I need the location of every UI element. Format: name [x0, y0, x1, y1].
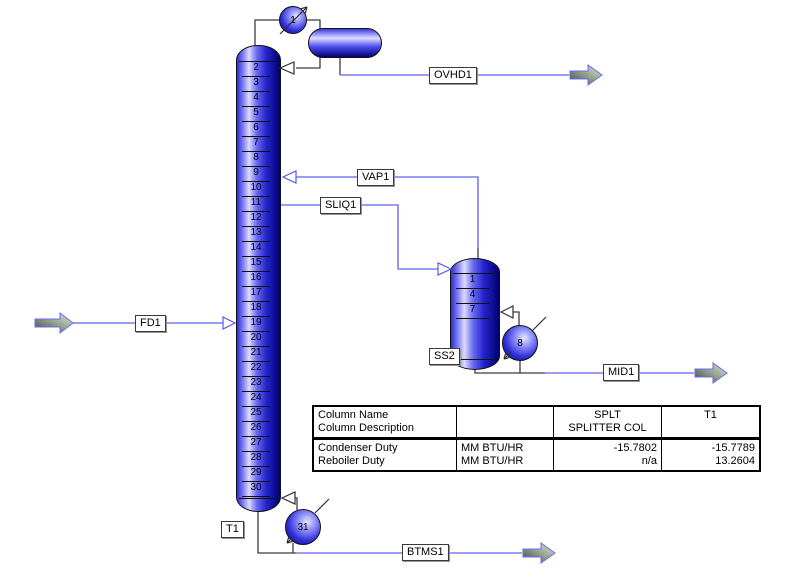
- side-liquid-inlet-arrow: [437, 262, 453, 276]
- text-line: Condenser Duty: [318, 442, 398, 454]
- top-dome-line: [453, 273, 497, 274]
- stream-label-btms1[interactable]: BTMS1: [402, 544, 449, 561]
- condenser-exchanger[interactable]: 1: [279, 6, 307, 34]
- stage-2: 2: [242, 61, 270, 77]
- stream-label-mid1[interactable]: MID1: [603, 364, 640, 381]
- condenser-duty-arrow: [279, 6, 308, 35]
- reflux-drum[interactable]: [308, 28, 382, 58]
- stage-21: 21: [242, 346, 270, 362]
- stream-line-vap1[interactable]: [288, 176, 479, 248]
- stage-3: 3: [242, 76, 270, 92]
- stage-4: 4: [242, 91, 270, 107]
- bottoms-sink-arrow[interactable]: [522, 542, 556, 564]
- stage-15: 15: [242, 256, 270, 272]
- bottom-dome-line: [239, 498, 278, 499]
- stage-23: 23: [242, 376, 270, 392]
- stage-16: 16: [242, 271, 270, 287]
- main-reboiler-inlet-arrow: [280, 491, 296, 505]
- stage-4: 4: [456, 288, 489, 304]
- text-line: -15.7802: [613, 442, 657, 454]
- stage-1: 1: [456, 273, 489, 289]
- vapor-return-inlet-arrow: [281, 170, 297, 184]
- feed-inlet-arrow: [222, 316, 237, 330]
- condenser-number: 1: [290, 14, 296, 26]
- overhead-sink-arrow[interactable]: [569, 64, 603, 86]
- stage-7: 7: [242, 136, 270, 152]
- stream-label-fd1[interactable]: FD1: [135, 315, 166, 332]
- stage-20: 20: [242, 331, 270, 347]
- table-header-units: [456, 407, 553, 440]
- text-line: 13.2604: [715, 455, 755, 467]
- middle-sink-arrow[interactable]: [694, 362, 728, 384]
- stage-9: 9: [242, 166, 270, 182]
- text-line: SPLITTER COL: [568, 422, 647, 434]
- stream-label-sliq1[interactable]: SLIQ1: [320, 197, 362, 214]
- stage-8: 8: [242, 151, 270, 167]
- stripper-reboiler-number: 8: [517, 337, 523, 349]
- stage-7: 7: [456, 303, 489, 319]
- stage-30: 30: [242, 481, 270, 497]
- equipment-label-ss2[interactable]: SS2: [429, 348, 460, 365]
- main-reboiler-number: 31: [297, 521, 309, 533]
- stripper-bottoms-line[interactable]: [474, 370, 545, 374]
- top-dome-line: [239, 61, 278, 62]
- feed-source-arrow[interactable]: [34, 311, 74, 335]
- stripper-reboiler-inlet-arrow: [499, 305, 514, 319]
- text-line: MM BTU/HR: [461, 455, 524, 467]
- equipment-label-t1[interactable]: T1: [221, 521, 244, 538]
- condenser-loop-line[interactable]: [254, 19, 321, 69]
- text-line: MM BTU/HR: [461, 442, 524, 454]
- stage-18: 18: [242, 301, 270, 317]
- stage-17: 17: [242, 286, 270, 302]
- text-line: Reboiler Duty: [318, 455, 385, 467]
- reflux-inlet-arrow: [278, 61, 295, 75]
- text-line: Column Description: [318, 422, 414, 434]
- text-line: n/a: [641, 455, 657, 467]
- stage-24: 24: [242, 391, 270, 407]
- text-line: -15.7789: [711, 442, 755, 454]
- stage-12: 12: [242, 211, 270, 227]
- main-reboiler-duty-arrow: [286, 498, 330, 544]
- stage-10: 10: [242, 181, 270, 197]
- stage-5: 5: [242, 106, 270, 122]
- stage-27: 27: [242, 436, 270, 452]
- text-line: Column Name: [318, 409, 389, 421]
- stage-26: 26: [242, 421, 270, 437]
- stage-13: 13: [242, 226, 270, 242]
- stage-29: 29: [242, 466, 270, 482]
- column-bottoms-line[interactable]: [257, 512, 296, 554]
- stage-19: 19: [242, 316, 270, 332]
- stream-label-vap1[interactable]: VAP1: [357, 169, 395, 186]
- stage-14: 14: [242, 241, 270, 257]
- bottom-dome-line: [453, 359, 497, 360]
- stage-28: 28: [242, 451, 270, 467]
- stream-label-ovhd1[interactable]: OVHD1: [429, 67, 477, 84]
- stage-6: 6: [242, 121, 270, 137]
- stage-22: 22: [242, 361, 270, 377]
- table-header-t1: T1: [661, 407, 759, 440]
- stripper-reboiler-duty-arrow: [503, 316, 547, 360]
- stripper-reboiler-return-line[interactable]: [512, 311, 520, 326]
- stage-11: 11: [242, 196, 270, 212]
- stage-25: 25: [242, 406, 270, 422]
- text-line: SPLT: [594, 409, 621, 421]
